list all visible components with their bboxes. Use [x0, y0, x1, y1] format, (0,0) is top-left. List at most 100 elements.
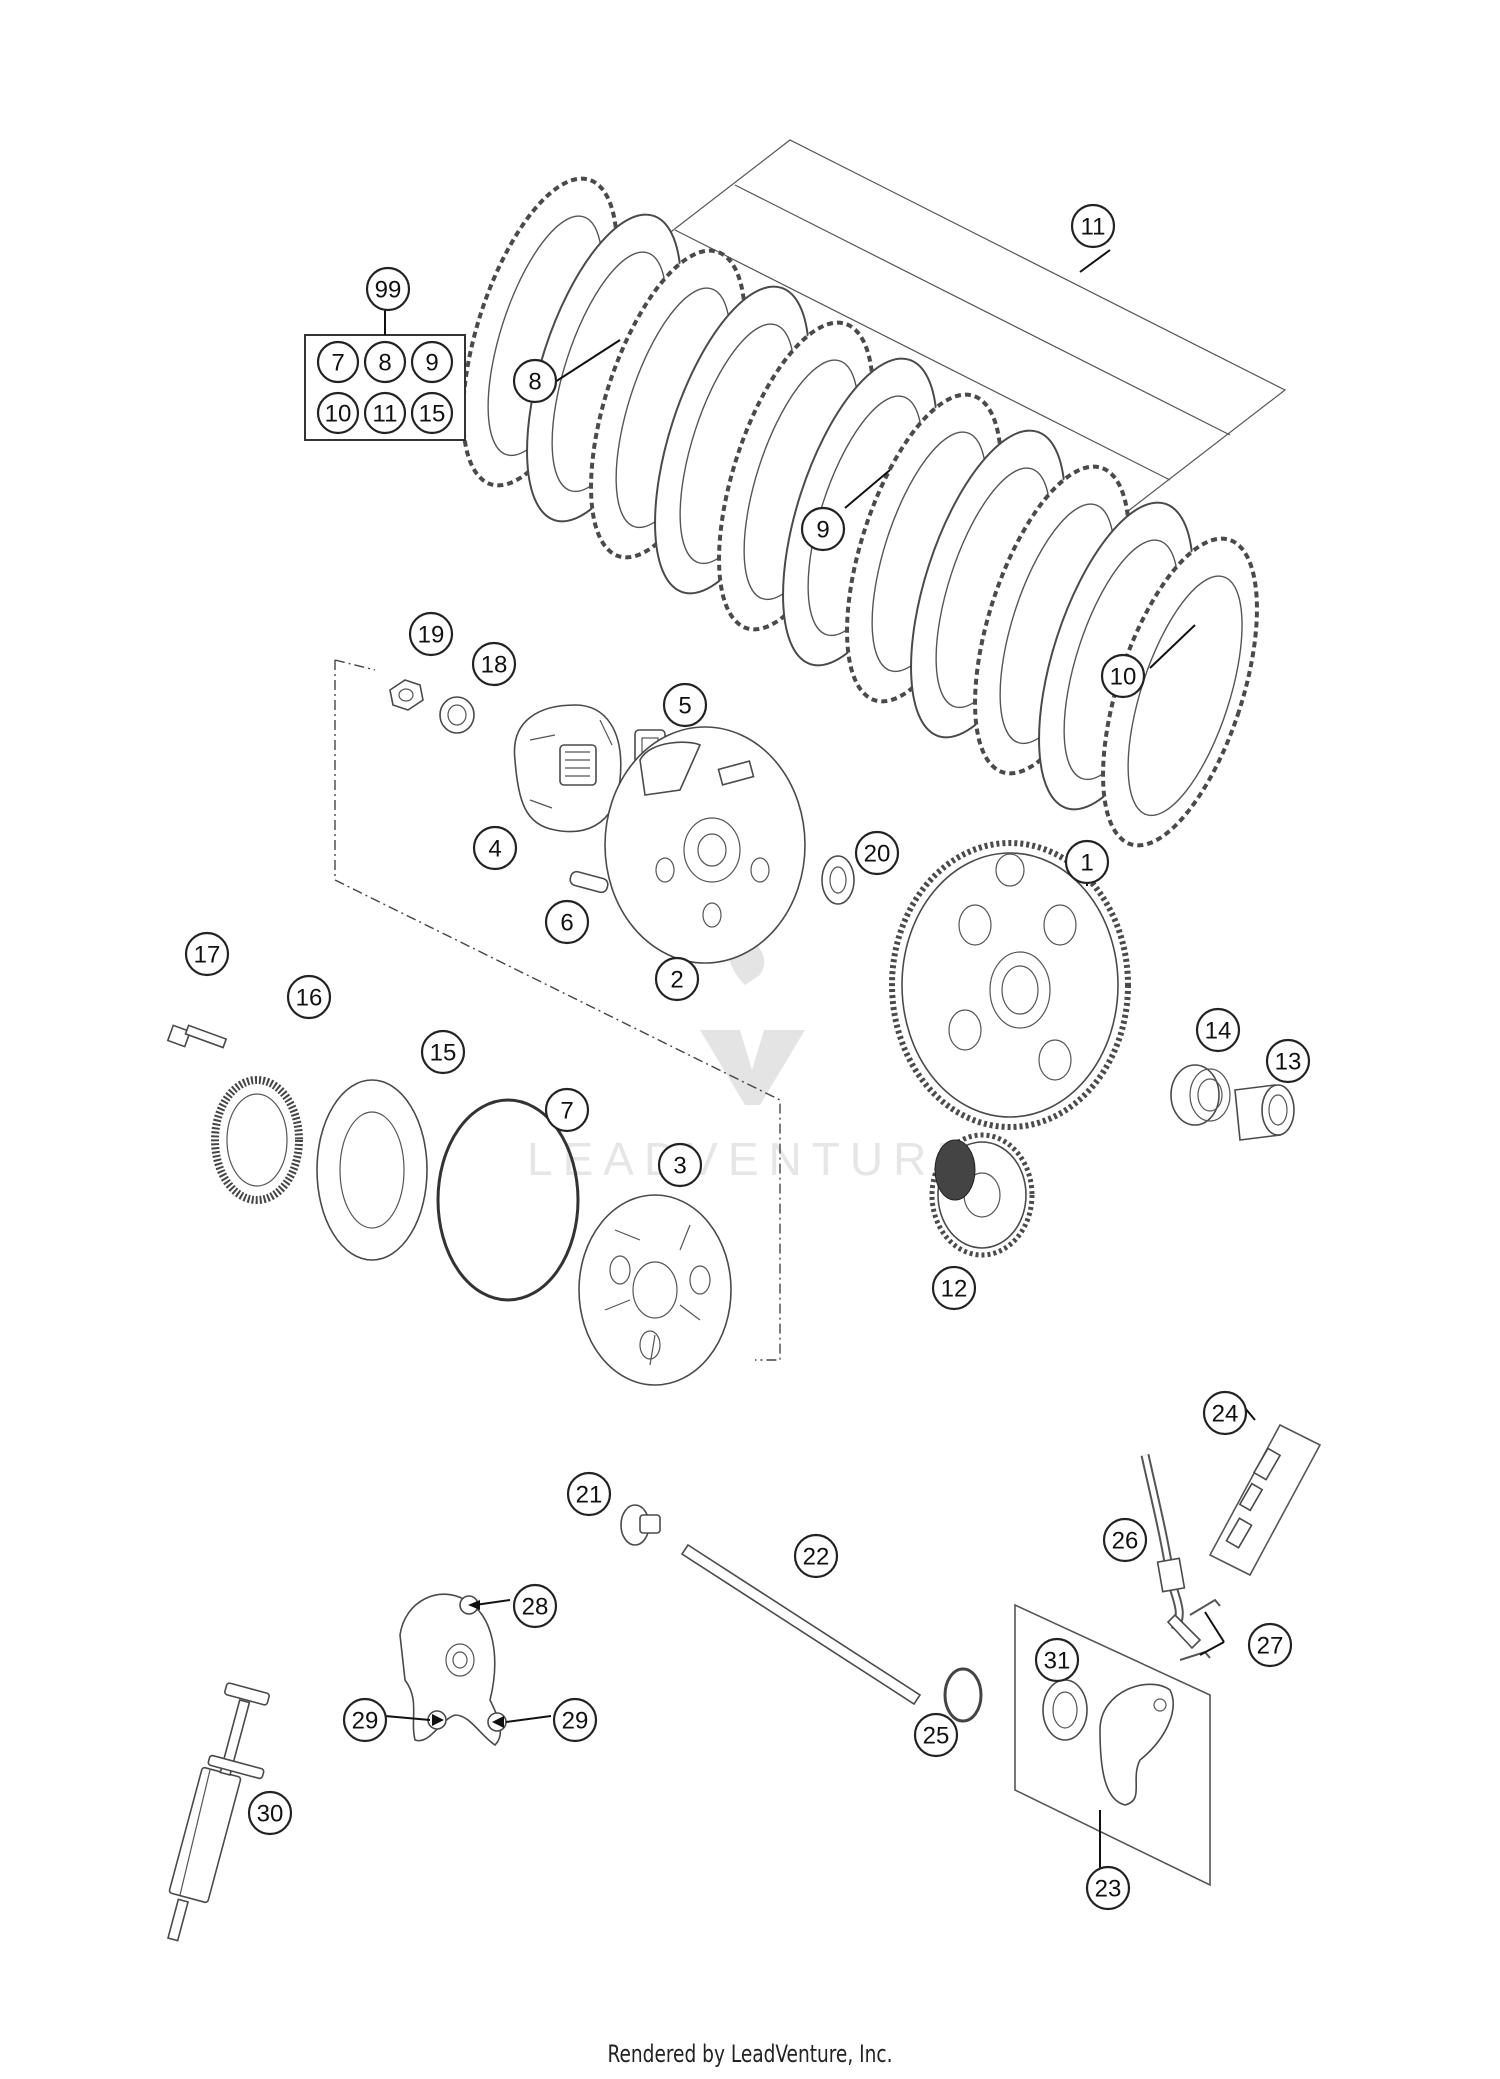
callout-circle — [512, 358, 558, 404]
part-push-rod-22 — [680, 1543, 922, 1706]
clutch-assembly-outline — [334, 659, 781, 1361]
callout-17: 17 — [184, 931, 230, 977]
kit-item-number: 9 — [425, 350, 438, 377]
callout-circle — [1085, 1865, 1131, 1911]
callout-26: 26 — [1102, 1517, 1148, 1563]
callout-number: 20 — [864, 841, 891, 868]
callout-number: 27 — [1257, 1633, 1284, 1660]
part-bolt-17 — [166, 1024, 228, 1049]
part-pressure-piece-21 — [620, 1504, 661, 1546]
callout-number: 9 — [816, 517, 829, 544]
callout-number: 30 — [257, 1801, 284, 1828]
kit-item-15: 15 — [410, 391, 454, 435]
callout-number: 6 — [560, 910, 573, 937]
callout-circle — [1195, 1007, 1241, 1053]
kit-item-11: 11 — [363, 391, 407, 435]
callout-circle — [342, 1697, 388, 1743]
callout-number: 11 — [1081, 214, 1106, 241]
callout-25: 25 — [913, 1712, 959, 1758]
part-primary-gear-12 — [929, 1132, 1035, 1258]
callout-number: 7 — [560, 1098, 573, 1125]
callout-24: 24 — [1202, 1390, 1248, 1436]
kit-item-circle — [316, 340, 360, 384]
callout-14: 14 — [1195, 1007, 1241, 1053]
callout-circle — [913, 1712, 959, 1758]
callout-circle — [471, 641, 517, 687]
callout-18: 18 — [471, 641, 517, 687]
callout-30: 30 — [247, 1790, 293, 1836]
kit-item-number: 7 — [331, 350, 344, 377]
callout-circle — [1265, 1038, 1311, 1084]
callout-number: 10 — [1110, 664, 1137, 691]
footer-credit: Rendered by LeadVenture, Inc. — [607, 2040, 893, 2068]
callout-16: 16 — [286, 974, 332, 1020]
callout-circle — [854, 830, 900, 876]
callout-12: 12 — [931, 1265, 977, 1311]
callout-23: 23 — [1085, 1865, 1131, 1911]
kit-item-circle — [363, 391, 407, 435]
callout-number: 29 — [352, 1708, 379, 1735]
watermark-text: LEADVENTURE — [527, 1133, 977, 1185]
part-bleeder-kit-24 — [1208, 1423, 1322, 1577]
callout-number: 23 — [1095, 1876, 1122, 1903]
callout-number: 31 — [1044, 1648, 1071, 1675]
callout-circle — [793, 1533, 839, 1579]
callout-number: 8 — [528, 369, 541, 396]
callout-10: 10 — [1100, 653, 1146, 699]
callout-number: 2 — [670, 967, 683, 994]
callout-circle — [1100, 653, 1146, 699]
callout-number: 5 — [678, 693, 691, 720]
kit-item-group: 7 8 9 10 11 15 — [316, 340, 454, 435]
kit-item-number: 11 — [373, 401, 398, 428]
callout-number: 26 — [1112, 1528, 1139, 1555]
callout-22: 22 — [793, 1533, 839, 1579]
callout-group: 1234567891011121314151617181920212223242… — [184, 203, 1311, 1911]
callout-29: 29 — [552, 1697, 598, 1743]
callout-circle — [800, 506, 846, 552]
callout-circle — [662, 682, 708, 728]
kit-item-8: 8 — [363, 340, 407, 384]
callout-number: 15 — [430, 1040, 457, 1067]
callout-circle — [420, 1029, 466, 1075]
callout-11: 11 — [1070, 203, 1116, 249]
part-o-ring-25 — [943, 1667, 983, 1723]
callout-circle — [552, 1697, 598, 1743]
callout-2: 2 — [654, 956, 700, 1002]
kit-item-9: 9 — [410, 340, 454, 384]
callout-circle — [1034, 1637, 1080, 1683]
callout-circle — [544, 1087, 590, 1133]
part-bushing-13 — [1234, 1084, 1295, 1141]
callout-number: 13 — [1275, 1049, 1302, 1076]
callout-circle — [408, 611, 454, 657]
callout-number: 21 — [576, 1482, 603, 1509]
callout-99: 99 — [365, 266, 411, 312]
part-inner-hub-4 — [513, 704, 622, 833]
part-pressure-cap-3 — [578, 1194, 732, 1386]
callout-20: 20 — [854, 830, 900, 876]
part-washer-20 — [821, 855, 855, 905]
part-wire-ring-7 — [436, 1098, 580, 1302]
kit-item-number: 10 — [325, 401, 352, 428]
callout-9: 9 — [800, 506, 846, 552]
callout-number: 99 — [375, 277, 402, 304]
part-pressure-plate-2 — [604, 726, 806, 964]
part-outer-clutch-basket-1 — [889, 840, 1131, 1130]
kit-item-number: 8 — [378, 350, 391, 377]
callout-3: 3 — [657, 1142, 703, 1188]
callout-number: 14 — [1205, 1018, 1232, 1045]
callout-15: 15 — [420, 1029, 466, 1075]
callout-number: 29 — [562, 1708, 589, 1735]
part-syringe-30 — [167, 1682, 270, 1942]
callout-number: 25 — [923, 1723, 950, 1750]
callout-number: 3 — [673, 1153, 686, 1180]
callout-circle — [286, 974, 332, 1020]
part-nut-19 — [389, 679, 424, 711]
callout-circle — [566, 1471, 612, 1517]
callout-circle — [512, 1583, 558, 1629]
part-pin-6 — [569, 870, 609, 894]
callout-circle — [1202, 1390, 1248, 1436]
callout-number: 18 — [481, 652, 508, 679]
leadventure-watermark: LEADVENTURE — [527, 915, 977, 1185]
callout-number: 28 — [522, 1594, 549, 1621]
